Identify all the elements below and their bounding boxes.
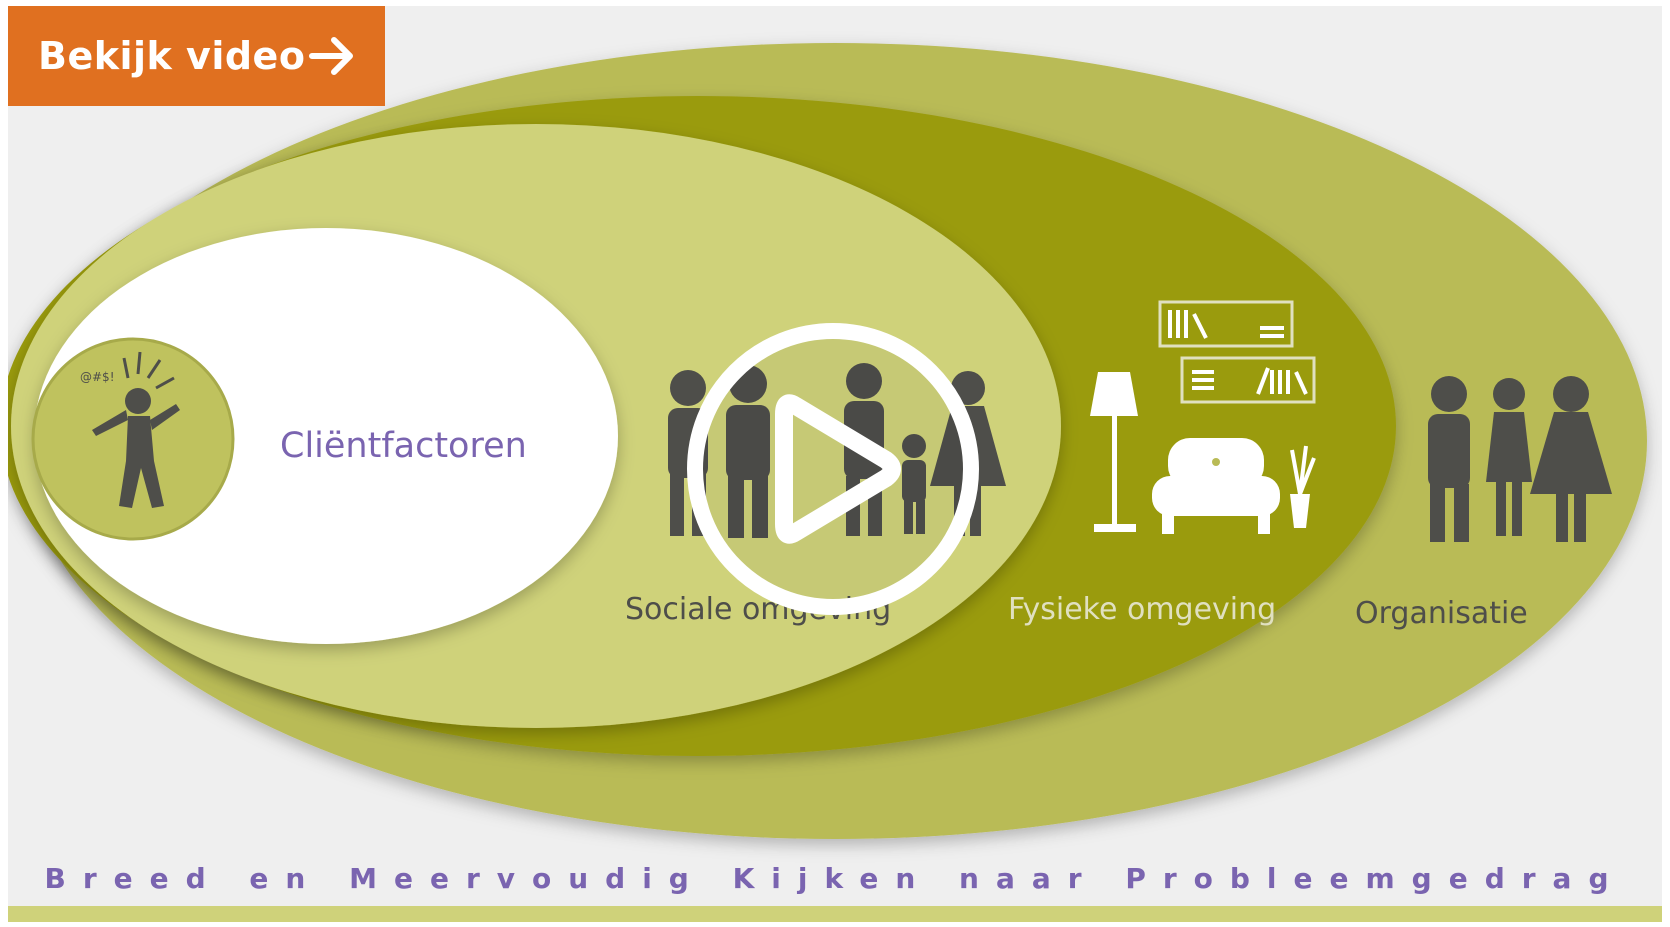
svg-text:@#$!: @#$! [80,370,115,384]
bottom-bar [8,906,1662,922]
organisation-label: Organisatie [1355,596,1528,631]
distressed-person-icon: @#$! [31,337,235,541]
play-button[interactable] [678,314,988,624]
arrow-right-icon [309,37,353,75]
staff-group-icon [1428,376,1612,542]
video-thumbnail[interactable]: @#$! [8,6,1662,922]
client-factors-label: Cliëntfactoren [280,426,527,466]
furnished-room-icon [1090,300,1316,534]
physical-environment-label: Fysieke omgeving [1008,592,1277,627]
watch-video-label: Bekijk video [38,34,306,78]
tagline: Breed en Meervoudig Kijken naar Probleem… [44,862,1626,895]
diagram: @#$! [8,43,1647,839]
client-layer [34,228,618,644]
watch-video-button[interactable]: Bekijk video [8,6,385,106]
play-icon [687,323,979,615]
